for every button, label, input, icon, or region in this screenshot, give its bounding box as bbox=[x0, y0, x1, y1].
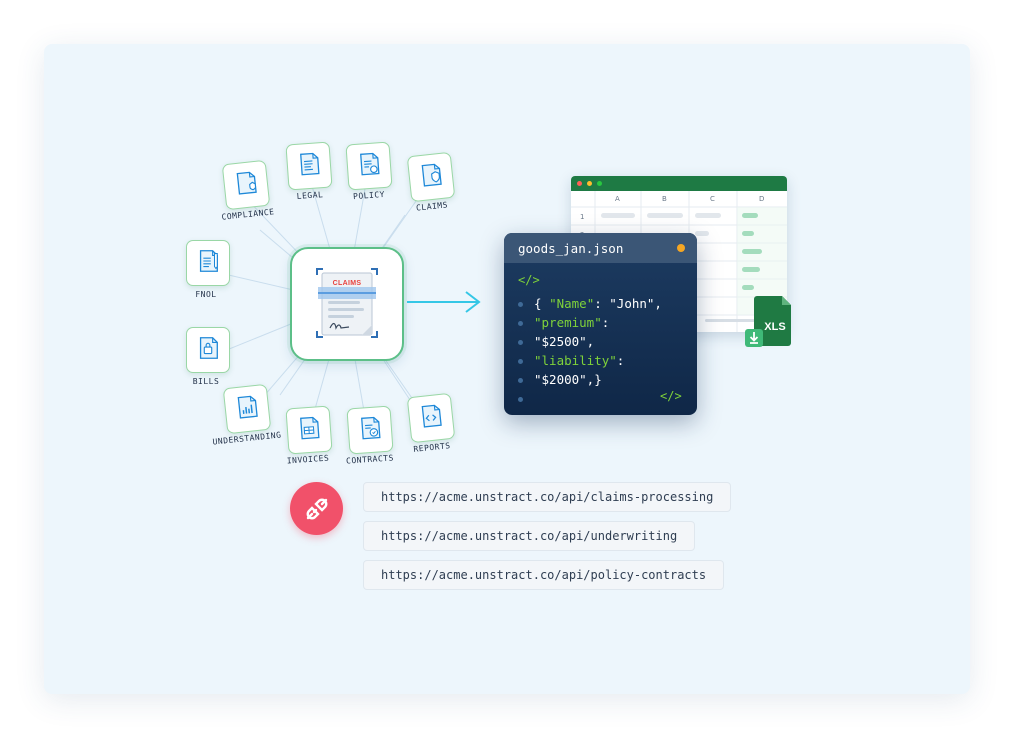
line-bullet bbox=[518, 359, 523, 364]
line-bullet bbox=[518, 340, 523, 345]
json-value: "$2500", bbox=[534, 334, 595, 349]
api-plug-badge bbox=[290, 482, 343, 535]
doc-tile-claims bbox=[406, 151, 456, 203]
spreadsheet-row-1: 1 bbox=[580, 213, 585, 221]
understanding-chart-doc-icon bbox=[232, 392, 261, 427]
doc-tile-contracts bbox=[346, 405, 394, 455]
json-code-line: { "Name": "John", bbox=[518, 296, 662, 311]
json-code-line: "$2500", bbox=[518, 334, 594, 349]
compliance-doc-icon bbox=[231, 168, 260, 203]
download-icon bbox=[745, 329, 763, 347]
spreadsheet-col-b: B bbox=[662, 195, 667, 203]
json-output-card: goods_jan.json </> { "Name": "John", "pre… bbox=[504, 233, 697, 415]
spreadsheet-col-a: A bbox=[615, 195, 620, 203]
json-value: { bbox=[534, 296, 550, 311]
json-code-line: "$2000",} bbox=[518, 372, 602, 387]
spreadsheet-col-c: C bbox=[710, 195, 715, 203]
json-card-header: goods_jan.json bbox=[504, 233, 697, 263]
doc-tile-policy bbox=[345, 141, 393, 191]
bills-doc-icon bbox=[195, 334, 221, 366]
doc-tile-legal bbox=[285, 141, 333, 191]
line-bullet bbox=[518, 378, 523, 383]
doc-label-bills: BILLS bbox=[192, 377, 220, 386]
fnol-doc-icon bbox=[195, 247, 221, 279]
json-filename: goods_jan.json bbox=[518, 240, 624, 256]
doc-tile-compliance bbox=[221, 159, 271, 211]
reports-code-doc-icon bbox=[416, 401, 445, 436]
doc-tile-bills bbox=[186, 327, 230, 373]
spreadsheet-titlebar bbox=[571, 176, 787, 191]
json-code-line: "premium": bbox=[518, 315, 609, 330]
code-close-tag: </> bbox=[660, 389, 682, 403]
line-bullet bbox=[518, 397, 523, 402]
json-key: "liability" bbox=[534, 353, 617, 368]
plug-connector-icon bbox=[306, 498, 327, 519]
json-value: "$2000",} bbox=[534, 372, 602, 387]
api-endpoint-url[interactable]: https://acme.unstract.co/api/claims-proc… bbox=[363, 482, 732, 512]
legal-doc-icon bbox=[295, 149, 323, 183]
json-value: : bbox=[616, 353, 625, 368]
line-bullet bbox=[518, 321, 523, 326]
spreadsheet-col-d: D bbox=[759, 195, 765, 203]
contracts-doc-icon bbox=[356, 413, 384, 447]
line-bullet bbox=[518, 302, 523, 307]
scanned-claim-document-icon bbox=[316, 268, 378, 338]
json-key: "Name" bbox=[549, 296, 595, 311]
doc-label-fnol: FNOL bbox=[195, 290, 217, 299]
doc-tile-understanding bbox=[222, 383, 272, 435]
status-dot bbox=[677, 244, 685, 252]
json-key: "premium" bbox=[534, 315, 602, 330]
doc-tile-invoices bbox=[285, 405, 333, 455]
center-document-scanner: CLAIMS bbox=[290, 247, 404, 361]
json-value: : bbox=[601, 315, 610, 330]
center-document-label: CLAIMS bbox=[332, 280, 362, 287]
json-value: : "John", bbox=[594, 296, 662, 311]
doc-tile-reports bbox=[406, 392, 456, 444]
excel-download-icon bbox=[754, 296, 791, 346]
invoices-doc-icon bbox=[295, 413, 323, 447]
json-code-line: "liability": bbox=[518, 353, 624, 368]
api-endpoint-url[interactable]: https://acme.unstract.co/api/policy-cont… bbox=[363, 560, 725, 590]
api-endpoint-url[interactable]: https://acme.unstract.co/api/underwritin… bbox=[363, 521, 696, 551]
xls-badge-label: XLS bbox=[764, 321, 786, 333]
policy-doc-icon bbox=[355, 149, 383, 183]
doc-tile-fnol bbox=[186, 240, 230, 286]
json-code-line bbox=[518, 391, 534, 406]
claims-shield-doc-icon bbox=[416, 160, 445, 195]
code-open-tag: </> bbox=[518, 273, 540, 287]
